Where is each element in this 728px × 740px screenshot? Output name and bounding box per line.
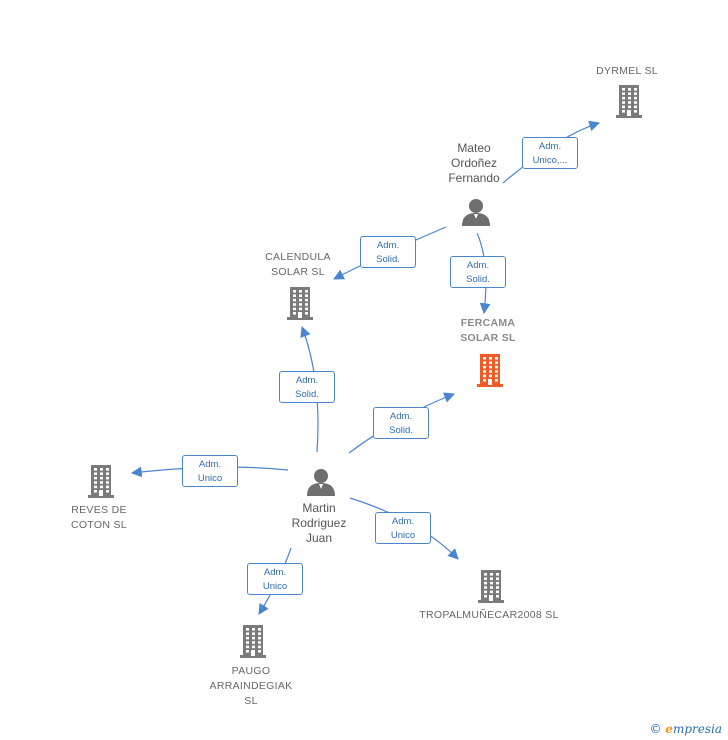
empresia-brand[interactable]: © empresia [649, 722, 722, 736]
edge-label-mateo-dyrmel[interactable]: Adm. Unico,... [522, 137, 578, 169]
edge-label-mateo-calendula[interactable]: Adm. Solid. [360, 236, 416, 268]
edge-label-martin-calendula[interactable]: Adm. Solid. [279, 371, 335, 403]
node-label-martin[interactable]: Martin Rodriguez Juan [291, 500, 347, 545]
edge-label-mateo-fercama[interactable]: Adm. Solid. [450, 256, 506, 288]
edge-label-martin-paugo[interactable]: Adm. Unico [247, 563, 303, 595]
node-label-dyrmel[interactable]: DYRMEL SL [596, 64, 658, 77]
node-label-calendula[interactable]: CALENDULA SOLAR SL [265, 251, 331, 278]
building-icon [88, 465, 114, 498]
node-label-paugo[interactable]: PAUGO ARRAINDEGIAK SL [209, 664, 293, 707]
copyright-symbol: © [649, 722, 662, 736]
edge-label-martin-fercama[interactable]: Adm. Solid. [373, 407, 429, 439]
node-label-mateo[interactable]: Mateo Ordoñez Fernando [448, 140, 500, 185]
node-label-tropal[interactable]: TROPALMUÑECAR2008 SL [419, 608, 559, 621]
edge-label-martin-tropal[interactable]: Adm. Unico [375, 512, 431, 544]
building-icon [616, 85, 642, 118]
building-icon [240, 625, 266, 658]
brand-logo-e: e [665, 722, 673, 736]
edge-label-martin-reves[interactable]: Adm. Unico [182, 455, 238, 487]
person-icon [462, 199, 490, 226]
node-label-fercama[interactable]: FERCAMA SOLAR SL [460, 317, 516, 344]
node-label-reves[interactable]: REVES DE COTON SL [71, 504, 127, 531]
building-icon [287, 287, 313, 320]
building-icon [477, 354, 503, 387]
person-icon [307, 469, 335, 496]
brand-name: mpresia [672, 722, 722, 736]
building-icon [478, 570, 504, 603]
